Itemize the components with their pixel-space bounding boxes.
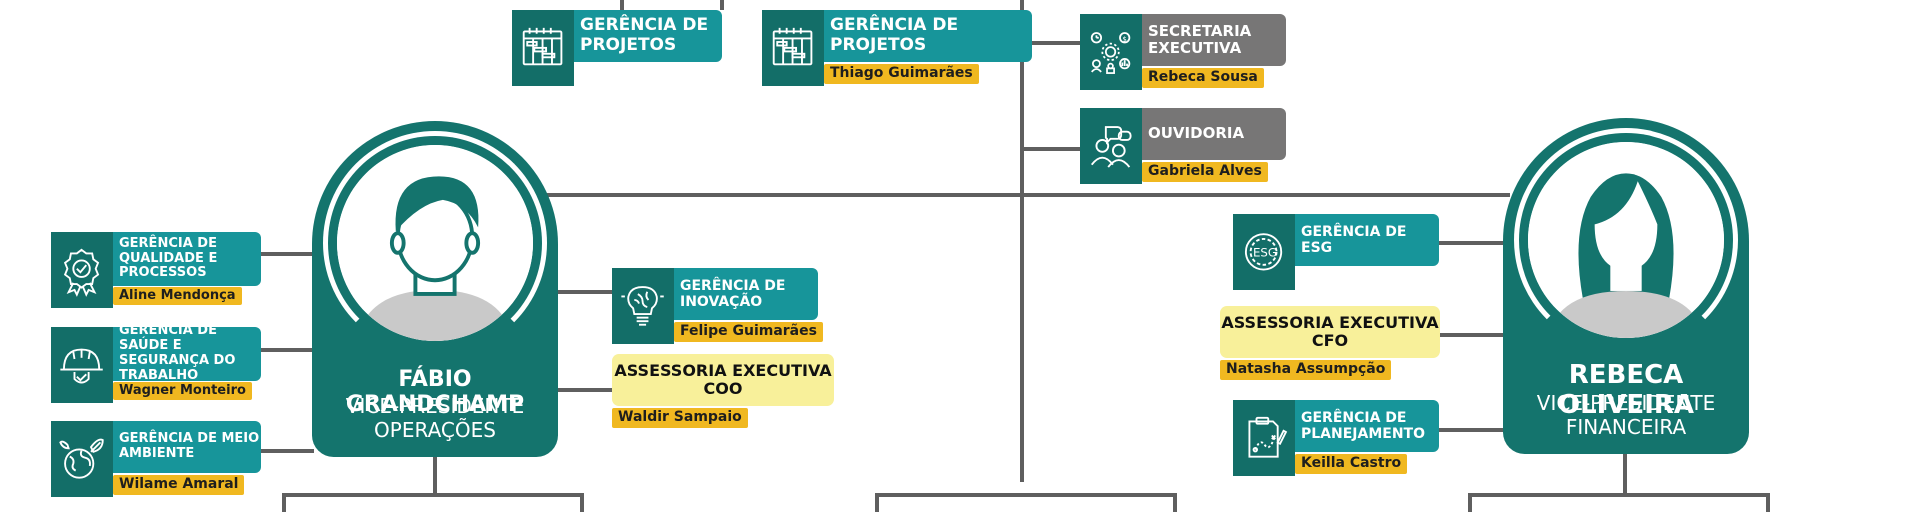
unit-card-meio-ambiente[interactable]: GERÊNCIA DE MEIO AMBIENTE Wilame Amaral <box>51 421 261 497</box>
award-ribbon-icon <box>51 232 113 308</box>
unit-card-projetos-1[interactable]: GERÊNCIA DE PROJETOS <box>512 10 722 86</box>
unit-card-secretaria[interactable]: $ SECRETARIA EXECUTIVA Rebeca Sousa <box>1080 14 1286 90</box>
unit-title: GERÊNCIA DE PLANEJAMENTO <box>1295 400 1439 452</box>
unit-title: SECRETARIA EXECUTIVA <box>1142 14 1286 66</box>
avatar-ring <box>1514 128 1738 352</box>
safety-helmet-icon <box>51 327 113 403</box>
male-avatar-icon <box>337 145 533 341</box>
eco-globe-icon <box>51 421 113 497</box>
unit-card-esg[interactable]: ESG GERÊNCIA DE ESG <box>1233 214 1439 290</box>
connector-line <box>875 493 1177 497</box>
person-name: Wagner Monteiro <box>113 382 252 401</box>
vp-role-line1: VICE-PRESIDENTE <box>1536 391 1716 415</box>
connector-line <box>282 493 286 512</box>
brain-bulb-icon <box>612 268 674 344</box>
connector-line <box>1468 493 1770 497</box>
executive-team-icon: $ <box>1080 14 1142 90</box>
connector-line <box>1623 452 1627 494</box>
assessoria-title-line1: ASSESSORIA EXECUTIVA <box>1221 312 1439 332</box>
connector-line <box>258 348 314 352</box>
svg-text:ESG: ESG <box>1253 246 1277 260</box>
connector-line <box>1437 333 1503 337</box>
unit-title: GERÊNCIA DE PROJETOS <box>574 10 722 62</box>
vp-role-line2: FINANCEIRA <box>1565 415 1687 439</box>
unit-title: OUVIDORIA <box>1142 108 1286 160</box>
unit-title: GERÊNCIA DE ESG <box>1295 214 1439 266</box>
connector-line <box>1437 428 1503 432</box>
connector-line <box>282 493 584 497</box>
people-chat-icon <box>1080 108 1142 184</box>
connector-line <box>258 252 314 256</box>
unit-title: GERÊNCIA DE MEIO AMBIENTE <box>113 421 261 473</box>
avatar-ring <box>323 131 547 355</box>
vp-role-line2: OPERAÇÕES <box>374 418 496 442</box>
assessoria-title-line2: COO <box>703 379 743 398</box>
connector-line <box>1766 493 1770 512</box>
vp-role-line1: VICE-PRESIDENTE <box>345 394 525 418</box>
gantt-chart-icon <box>762 10 824 86</box>
person-name: Keilla Castro <box>1295 454 1408 474</box>
person-name: Waldir Sampaio <box>612 408 748 428</box>
connector-line <box>620 0 624 10</box>
person-name: Thiago Guimarães <box>824 64 979 84</box>
planning-board-icon <box>1233 400 1295 476</box>
unit-card-saude-seguranca[interactable]: GERÊNCIA DE SAÚDE E SEGURANÇA DO TRABALH… <box>51 323 261 403</box>
unit-card-planejamento[interactable]: GERÊNCIA DE PLANEJAMENTO Keilla Castro <box>1233 400 1439 476</box>
vp-card-right[interactable]: REBECA OLIVEIRA VICE-PRESIDENTE FINANCEI… <box>1503 118 1749 454</box>
connector-line <box>580 493 584 512</box>
connector-line <box>875 493 879 512</box>
person-name: Rebeca Sousa <box>1142 68 1264 88</box>
person-name: Wilame Amaral <box>113 475 245 495</box>
assessoria-card-cfo[interactable]: ASSESSORIA EXECUTIVA CFO Natasha Assumpç… <box>1220 306 1440 382</box>
vp-name: FÁBIO GRANDCHAMP <box>345 367 525 417</box>
person-name: Gabriela Alves <box>1142 162 1268 182</box>
assessoria-title-line1: ASSESSORIA EXECUTIVA <box>614 360 832 380</box>
person-name: Aline Mendonça <box>113 287 242 306</box>
unit-title: GERÊNCIA DE PROJETOS <box>824 10 1032 62</box>
connector-line <box>1022 41 1082 45</box>
connector-line <box>720 0 724 10</box>
vp-name: REBECA OLIVEIRA <box>1557 360 1695 420</box>
person-name: Natasha Assumpção <box>1220 360 1392 380</box>
unit-card-projetos-2[interactable]: GERÊNCIA DE PROJETOS Thiago Guimarães <box>762 10 1032 86</box>
unit-card-ouvidoria[interactable]: OUVIDORIA Gabriela Alves <box>1080 108 1286 184</box>
svg-text:$: $ <box>1123 34 1127 43</box>
unit-title: GERÊNCIA DE INOVAÇÃO <box>674 268 818 320</box>
assessoria-title-line2: CFO <box>1311 331 1349 350</box>
esg-badge-icon: ESG <box>1233 214 1295 290</box>
assessoria-title: ASSESSORIA EXECUTIVA CFO <box>1220 306 1440 358</box>
connector-line <box>555 388 613 392</box>
connector-line <box>1022 147 1082 151</box>
female-avatar-icon <box>1528 142 1724 338</box>
connector-line <box>1020 0 1024 482</box>
unit-card-inovacao[interactable]: GERÊNCIA DE INOVAÇÃO Felipe Guimarães <box>612 268 823 344</box>
unit-title: GERÊNCIA DE SAÚDE E SEGURANÇA DO TRABALH… <box>113 323 261 383</box>
assessoria-card-coo[interactable]: ASSESSORIA EXECUTIVA COO Waldir Sampaio <box>612 354 834 430</box>
connector-line <box>545 193 1510 197</box>
unit-card-qualidade[interactable]: GERÊNCIA DE QUALIDADE E PROCESSOS Aline … <box>51 232 261 308</box>
connector-line <box>433 455 437 495</box>
connector-line <box>1468 493 1472 512</box>
unit-title: GERÊNCIA DE QUALIDADE E PROCESSOS <box>113 232 261 286</box>
connector-line <box>555 290 613 294</box>
person-name: Felipe Guimarães <box>674 322 823 342</box>
assessoria-title: ASSESSORIA EXECUTIVA COO <box>612 354 834 406</box>
connector-line <box>1173 493 1177 512</box>
connector-line <box>1437 241 1503 245</box>
gantt-chart-icon <box>512 10 574 86</box>
vp-card-left[interactable]: FÁBIO GRANDCHAMP VICE-PRESIDENTE OPERAÇÕ… <box>312 121 558 457</box>
connector-line <box>258 449 314 453</box>
